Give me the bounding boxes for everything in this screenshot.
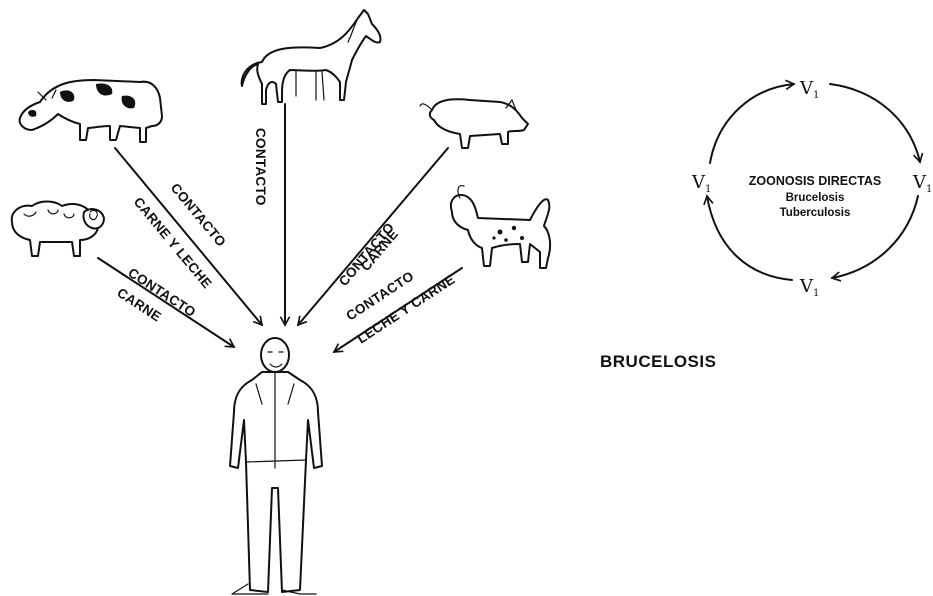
cycle-node-right: V1 xyxy=(912,172,932,195)
cycle-node-left: V1 xyxy=(691,172,711,195)
pig-figure xyxy=(420,99,528,148)
horse-route-label: CONTACTO xyxy=(253,128,268,206)
horse-figure xyxy=(242,10,381,104)
page-caption: BRUCELOSIS xyxy=(600,352,716,372)
cycle-title: ZOONOSIS DIRECTAS xyxy=(749,174,881,188)
route-labels: CONTACTO CARNE Y LECHE CONTACTO CONTACTO… xyxy=(114,128,457,347)
goat-figure xyxy=(451,186,550,268)
zoonosis-cycle: V1 V1 V1 V1 ZOONOSIS DIRECTAS Brucelosis… xyxy=(691,78,932,299)
cycle-arrow-top-left xyxy=(710,84,794,163)
sheep-figure xyxy=(12,202,104,257)
cycle-arrow-top-right xyxy=(830,84,920,162)
cycle-node-bottom: V1 xyxy=(799,276,819,299)
cycle-disease-1: Brucelosis xyxy=(786,192,845,204)
cycle-disease-2: Tuberculosis xyxy=(780,207,851,219)
human-figure xyxy=(230,338,322,594)
cycle-node-top: V1 xyxy=(799,78,819,101)
cow-figure xyxy=(20,80,162,142)
